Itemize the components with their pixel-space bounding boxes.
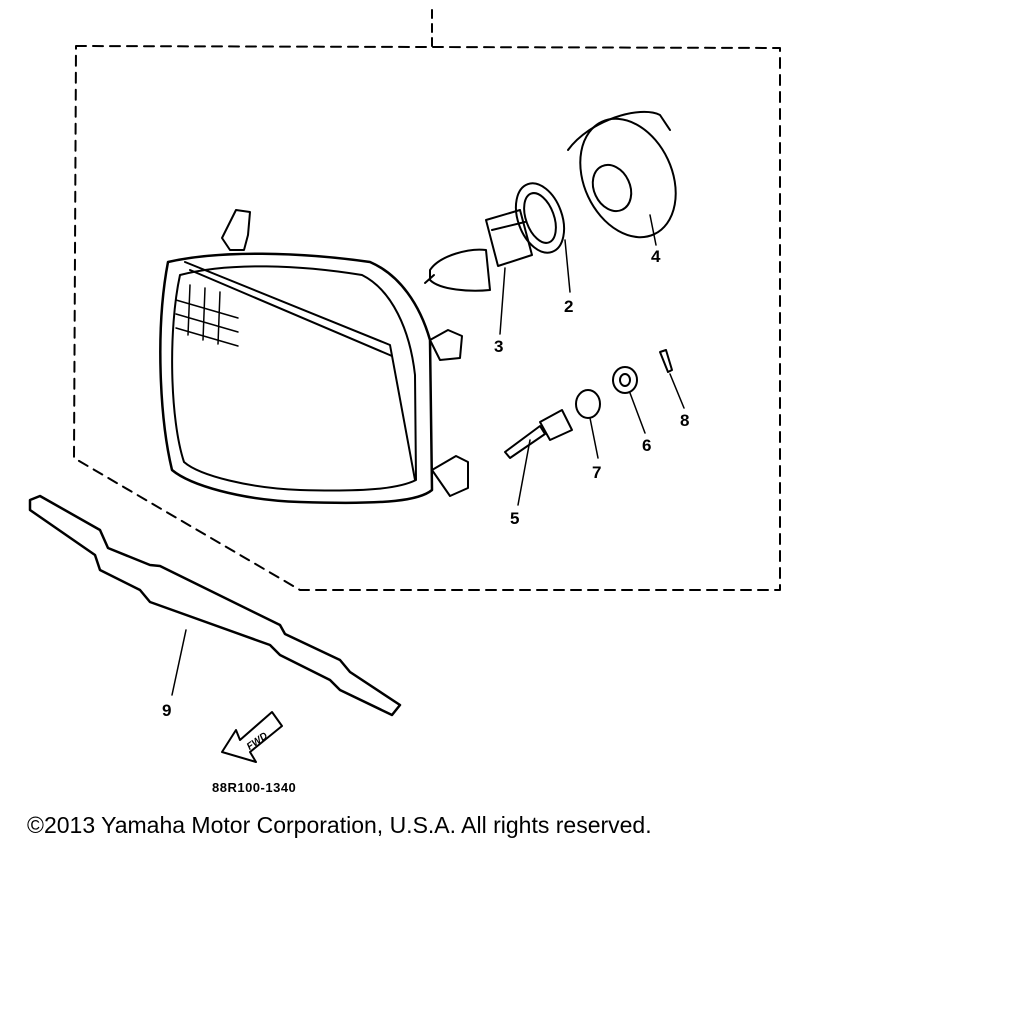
- headlight-unit: [159, 209, 469, 505]
- callout-9: 9: [162, 701, 171, 720]
- copyright-notice: ©2013 Yamaha Motor Corporation, U.S.A. A…: [27, 812, 652, 838]
- nut: [612, 366, 638, 394]
- callout-8: 8: [680, 411, 689, 430]
- callout-3: 4: [651, 247, 661, 266]
- callout-6: 6: [642, 436, 651, 455]
- bulb-holder: [514, 182, 566, 254]
- bulb: [424, 209, 533, 292]
- adjusting-screw: [504, 409, 573, 459]
- clip: [659, 349, 673, 373]
- rubber-cover: [567, 110, 677, 239]
- lens-grid: [175, 284, 239, 347]
- callout-7: 7: [592, 463, 601, 482]
- callout-5: 5: [510, 509, 519, 528]
- forward-arrow-icon: [221, 711, 283, 763]
- collar: [575, 389, 601, 419]
- callout-2: 2: [564, 297, 573, 316]
- mount-tab-right: [429, 329, 463, 361]
- mount-tab-top: [221, 209, 251, 251]
- leader-lines: [171, 214, 685, 696]
- reference-code: 88R100-1340: [212, 780, 296, 795]
- lower-bracket: [28, 494, 402, 717]
- callout-4: 3: [494, 337, 503, 356]
- mount-tab-bottom: [431, 455, 469, 497]
- forward-arrow-label: FWD: [245, 731, 270, 753]
- assembly-boundary: [73, 9, 781, 591]
